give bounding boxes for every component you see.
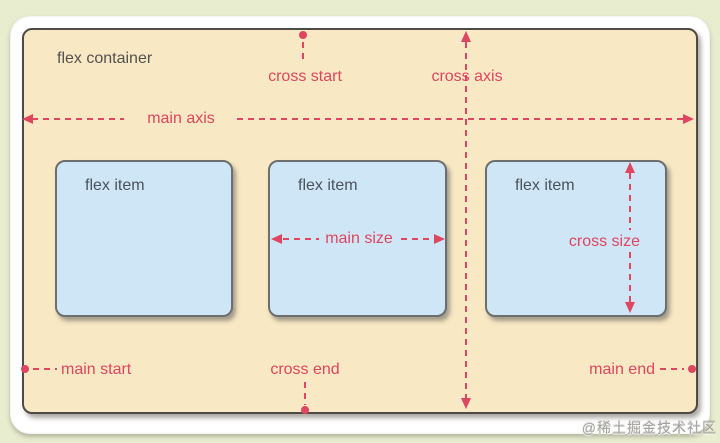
flex-item-1-label: flex item — [85, 177, 145, 194]
main-start-dot — [21, 365, 29, 373]
cross-size-arrow-up — [625, 162, 635, 173]
cross-start-dot — [299, 31, 307, 39]
flex-item-3: flex item — [485, 160, 667, 317]
main-size-arrow-right — [434, 234, 445, 244]
flex-item-3-label: flex item — [515, 177, 575, 194]
cross-axis-label: cross axis — [431, 68, 503, 85]
cross-size-label: cross size — [568, 233, 640, 250]
flex-container-label: flex container — [57, 50, 153, 67]
flex-item-2-label: flex item — [298, 177, 358, 194]
cross-axis-arrow-down — [461, 398, 471, 409]
main-axis-line-left — [32, 118, 124, 120]
main-axis-arrow-left — [22, 114, 33, 124]
cross-size-line-bottom — [629, 252, 631, 302]
main-size-arrow-left — [271, 234, 282, 244]
cross-end-label: cross end — [270, 361, 340, 378]
main-axis-line-right — [237, 118, 683, 120]
cross-size-line-top — [629, 173, 631, 230]
cross-axis-arrow-up — [461, 31, 471, 42]
main-size-line-right — [401, 238, 434, 240]
cross-end-dot — [301, 406, 309, 414]
main-end-label: main end — [589, 361, 655, 378]
cross-start-label: cross start — [268, 68, 342, 85]
cross-end-line — [304, 382, 306, 405]
main-axis-arrow-right — [683, 114, 694, 124]
main-end-line — [660, 368, 684, 370]
main-start-line — [33, 368, 57, 370]
cross-size-arrow-down — [625, 302, 635, 313]
main-end-dot — [688, 365, 696, 373]
flex-item-1: flex item — [55, 160, 233, 317]
juejin-watermark: @稀土掘金技术社区 — [581, 420, 717, 436]
main-size-line-left — [283, 238, 319, 240]
main-axis-label: main axis — [147, 110, 215, 127]
main-start-label: main start — [61, 361, 132, 378]
main-size-label: main size — [325, 230, 393, 247]
cross-axis-line — [465, 42, 467, 398]
cross-start-line — [302, 42, 304, 64]
